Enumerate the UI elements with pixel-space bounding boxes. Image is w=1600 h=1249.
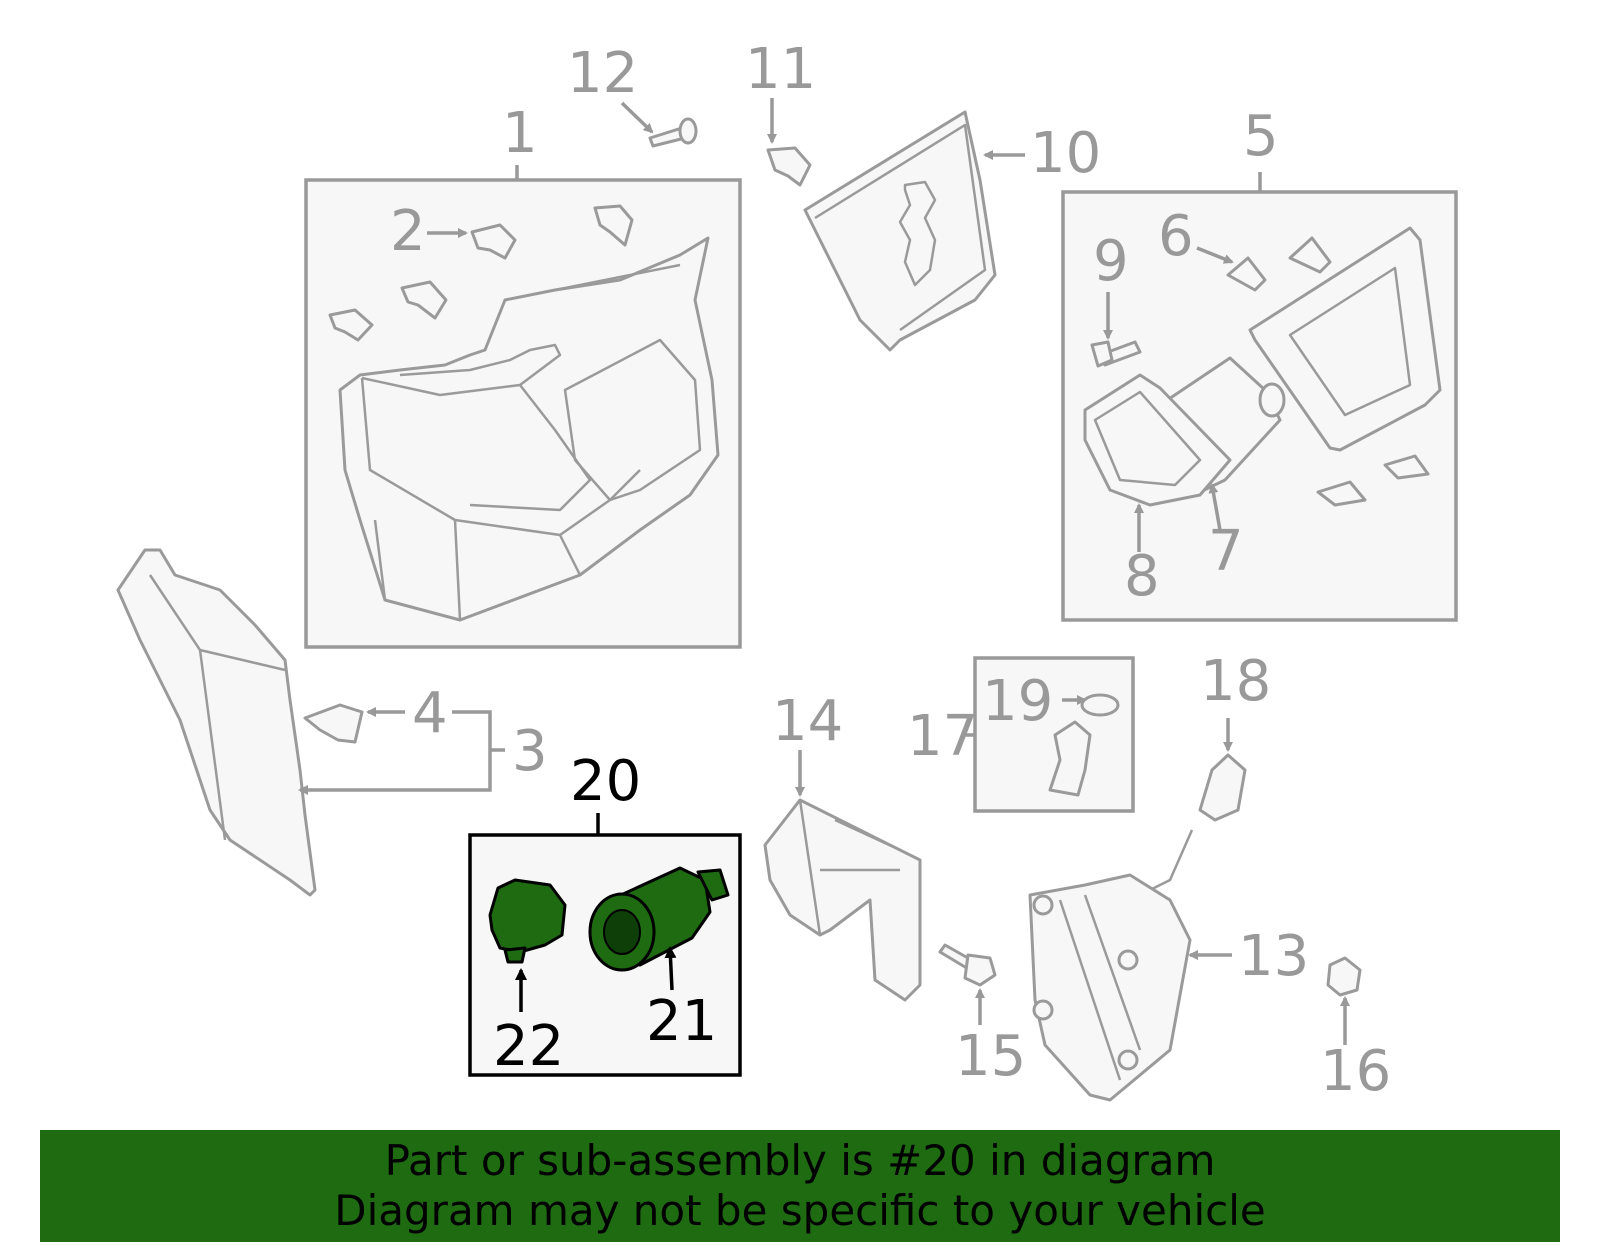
clip-part-11 <box>766 146 812 187</box>
callout-10: 10 <box>1030 121 1101 186</box>
callout-2: 2 <box>390 199 426 264</box>
callout-11: 11 <box>745 37 816 102</box>
bracket-part-8 <box>1083 373 1232 507</box>
callout-4: 4 <box>412 681 448 746</box>
nut-part-16 <box>1326 956 1362 997</box>
ring-part-19 <box>1080 693 1120 717</box>
callout-20: 20 <box>570 749 641 814</box>
shifter-bezel-part-10 <box>803 110 997 352</box>
callout-12: 12 <box>567 41 638 106</box>
banner-line-2: Diagram may not be specific to your vehi… <box>334 1186 1266 1235</box>
callout-21: 21 <box>646 989 717 1054</box>
cover-part-22 <box>488 878 567 964</box>
callout-8: 8 <box>1124 544 1160 609</box>
callout-19: 19 <box>982 669 1053 734</box>
side-panel-part-3 <box>116 548 317 897</box>
shift-knob-part-17 <box>1048 720 1092 797</box>
callout-13: 13 <box>1238 924 1309 989</box>
socket-part-21 <box>588 866 730 972</box>
info-banner: Part or sub-assembly is #20 in diagram D… <box>40 1130 1560 1242</box>
bolt-part-9 <box>1090 340 1142 368</box>
callout-1: 1 <box>502 101 538 166</box>
callout-7: 7 <box>1208 519 1244 584</box>
screw-part-12 <box>648 117 698 148</box>
callout-6: 6 <box>1158 204 1194 269</box>
callout-15: 15 <box>955 1024 1026 1089</box>
callout-9: 9 <box>1093 229 1129 294</box>
clip-part-6 <box>1226 236 1430 507</box>
callout-17: 17 <box>907 704 978 769</box>
bezel-part-5 <box>1248 226 1442 452</box>
knob-part-18 <box>1149 753 1247 892</box>
callout-5: 5 <box>1243 104 1279 169</box>
callout-18: 18 <box>1200 649 1271 714</box>
console-panel-part-1 <box>338 236 720 622</box>
shifter-assembly-part-13 <box>1028 873 1192 1102</box>
callout-14: 14 <box>772 689 843 754</box>
callout-3: 3 <box>512 719 548 784</box>
bolt-part-15 <box>938 943 997 987</box>
callout-16: 16 <box>1320 1039 1391 1104</box>
bracket-part-14 <box>763 798 922 1002</box>
banner-line-1: Part or sub-assembly is #20 in diagram <box>384 1136 1216 1185</box>
clip-part-2 <box>328 204 634 342</box>
clip-part-4 <box>303 703 364 744</box>
callout-22: 22 <box>493 1014 564 1079</box>
